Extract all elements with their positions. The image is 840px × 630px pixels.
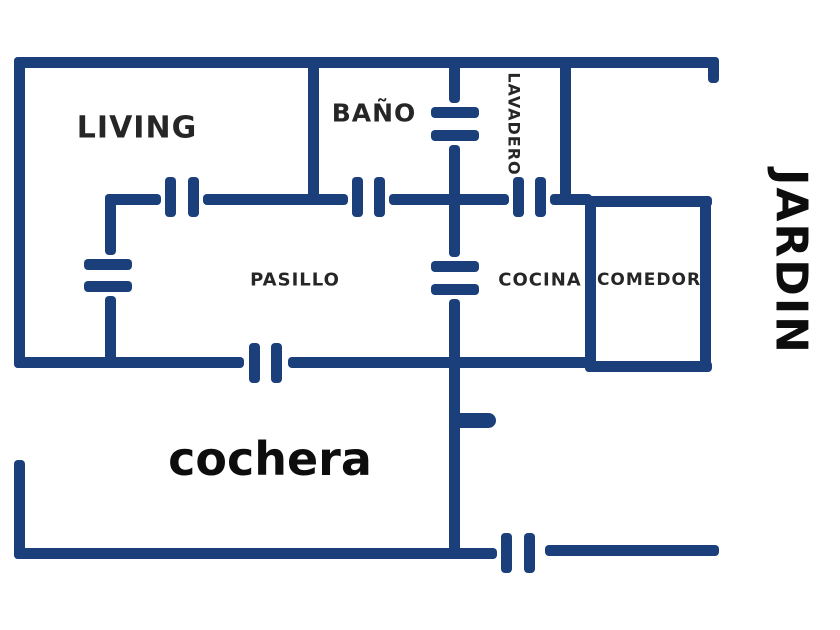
room-label-pasillo: PASILLO: [250, 269, 340, 291]
wall-hall-top-1: [105, 194, 161, 205]
window-bar: [84, 259, 132, 270]
wall-hall-top-4: [550, 194, 592, 205]
wall-hall-top-2: [203, 194, 348, 205]
wall-lavadero-right: [560, 57, 571, 205]
wall-comedor-right: [700, 196, 711, 372]
wall-mid-bottom-2: [288, 357, 592, 368]
room-label-cochera: cochera: [168, 432, 372, 486]
wall-comedor-bottom: [585, 361, 712, 372]
wall-hall-left-1: [105, 194, 116, 255]
window-bar: [513, 177, 524, 217]
wall-central-upper: [449, 57, 460, 103]
room-label-lavadero: LAVADERO: [504, 72, 524, 176]
wall-central-stub: [449, 413, 496, 428]
window-bar: [249, 343, 260, 383]
window-bar: [352, 177, 363, 217]
wall-left-lower: [14, 460, 25, 559]
wall-top-right-stub: [708, 57, 719, 83]
wall-bottom-left-segment: [14, 548, 497, 559]
window-bar: [501, 533, 512, 573]
wall-left-upper: [14, 57, 25, 368]
wall-bottom-right-segment: [545, 545, 719, 556]
room-label-comedor: COMEDOR: [596, 270, 702, 290]
window-bar: [431, 284, 479, 295]
window-bar: [431, 261, 479, 272]
window-bar: [271, 343, 282, 383]
wall-bano-divider: [308, 57, 319, 205]
room-label-cocina: COCINA: [498, 269, 582, 291]
wall-top: [14, 57, 719, 68]
window-bar: [524, 533, 535, 573]
room-label-living: LIVING: [76, 110, 198, 146]
wall-comedor-left: [585, 196, 596, 372]
window-bar: [188, 177, 199, 217]
window-bar: [84, 281, 132, 292]
window-bar: [431, 107, 479, 118]
wall-mid-bottom-1: [14, 357, 244, 368]
room-label-bano: BAÑO: [331, 98, 417, 128]
wall-hall-top-3: [389, 194, 509, 205]
wall-central-lower: [449, 299, 460, 559]
room-label-jardin: JARDIN: [765, 168, 817, 356]
wall-comedor-top: [585, 196, 712, 207]
wall-hall-left-2: [105, 296, 116, 368]
window-bar: [535, 177, 546, 217]
window-bar: [374, 177, 385, 217]
window-bar: [165, 177, 176, 217]
window-bar: [431, 130, 479, 141]
